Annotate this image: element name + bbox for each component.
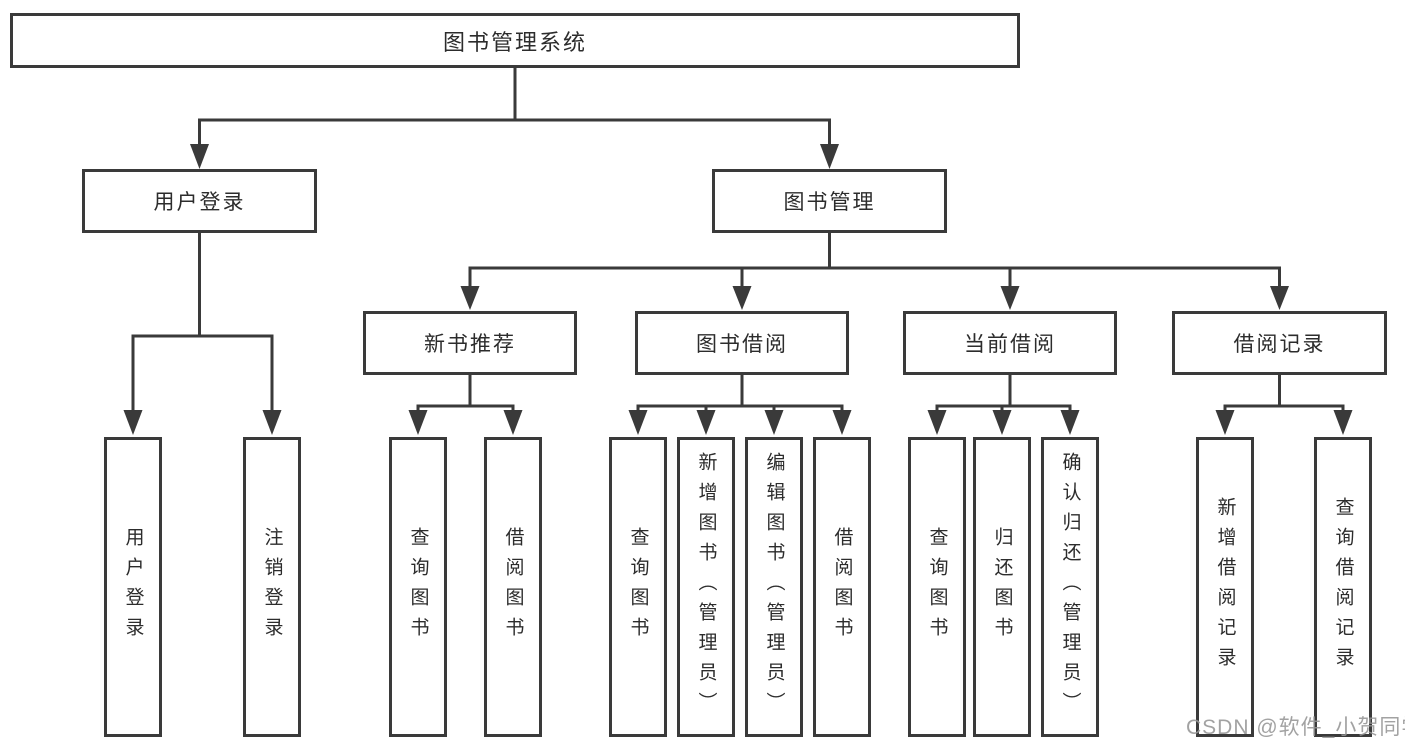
node-leaf-confirm-return-admin: 确认归还（管理员）	[1041, 437, 1099, 737]
node-leaf-query-books-borrowing: 查询图书	[609, 437, 667, 737]
node-borrowing-records: 借阅记录	[1172, 311, 1387, 375]
node-label: 图书管理系统	[442, 29, 587, 55]
node-label: 新书推荐	[424, 333, 516, 356]
node-leaf-add-book-admin: 新增图书（管理员）	[677, 437, 735, 737]
node-new-book-recommendation: 新书推荐	[363, 311, 577, 375]
node-label: 查询图书	[407, 527, 429, 647]
node-label: 图书管理	[783, 191, 876, 214]
node-leaf-query-books-recommend: 查询图书	[389, 437, 447, 737]
node-label: 图书借阅	[696, 333, 788, 356]
node-label: 用户登录	[153, 191, 246, 214]
node-label: 用户登录	[122, 527, 144, 647]
node-leaf-add-borrow-record: 新增借阅记录	[1196, 437, 1254, 737]
connector-lines	[131, 68, 1345, 416]
node-label: 新增图书（管理员）	[695, 452, 717, 722]
csdn-watermark: CSDN @软件_小贺同学	[1186, 716, 1405, 739]
node-label: 借阅图书	[502, 527, 524, 647]
node-leaf-edit-book-admin: 编辑图书（管理员）	[745, 437, 803, 737]
node-library-management-system: 图书管理系统	[10, 13, 1020, 68]
node-label: 查询图书	[926, 527, 948, 647]
node-label: 查询图书	[627, 527, 649, 647]
node-leaf-query-books-current: 查询图书	[908, 437, 966, 737]
node-leaf-borrow-books-recommend: 借阅图书	[484, 437, 542, 737]
node-leaf-user-login: 用户登录	[104, 437, 162, 737]
node-label: 查询借阅记录	[1332, 497, 1354, 677]
node-user-login: 用户登录	[82, 169, 317, 233]
node-leaf-logout: 注销登录	[243, 437, 301, 737]
node-label: 确认归还（管理员）	[1059, 452, 1081, 722]
node-label: 新增借阅记录	[1214, 497, 1236, 677]
node-book-borrowing: 图书借阅	[635, 311, 849, 375]
node-book-management: 图书管理	[712, 169, 947, 233]
node-label: 借阅记录	[1233, 333, 1326, 356]
node-label: 归还图书	[991, 527, 1013, 647]
node-leaf-borrow-books-borrowing: 借阅图书	[813, 437, 871, 737]
node-label: 当前借阅	[964, 333, 1056, 356]
node-leaf-query-borrow-record: 查询借阅记录	[1314, 437, 1372, 737]
node-current-borrowing: 当前借阅	[903, 311, 1117, 375]
node-label: 借阅图书	[831, 527, 853, 647]
connector-arrowheads	[123, 144, 1353, 435]
node-label: 注销登录	[261, 527, 283, 647]
node-leaf-return-books: 归还图书	[973, 437, 1031, 737]
node-label: 编辑图书（管理员）	[763, 452, 785, 722]
